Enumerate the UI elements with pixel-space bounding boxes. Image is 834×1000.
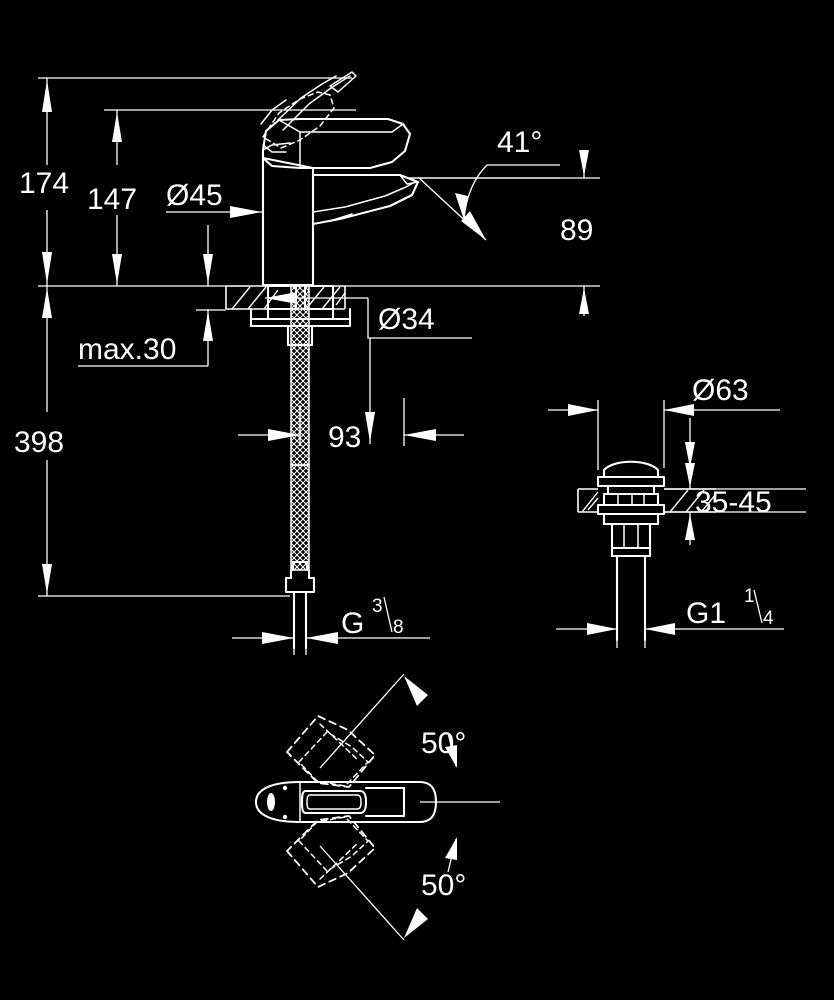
lever-raised-dashed: [260, 71, 357, 153]
dim-label-35-45: 35-45: [695, 486, 772, 519]
faucet-body-geometry: [225, 71, 420, 650]
g114-main: G1: [686, 597, 726, 630]
faucet-column: [261, 156, 315, 287]
lever-normal: [261, 117, 412, 170]
faucet-plan-body: [254, 780, 438, 824]
dim-thread-g114: [556, 596, 784, 648]
dim-label-93: 93: [328, 421, 361, 454]
dim-label-diameter-34: Ø34: [378, 303, 435, 336]
dim-93: [238, 398, 464, 446]
dim-174: [42, 78, 52, 286]
dim-diameter-45: [166, 206, 262, 286]
dim-label-147: 147: [87, 183, 137, 216]
dim-label-thread-g38: G 3 8: [341, 596, 404, 640]
dim-147: [112, 110, 122, 286]
dim-label-89: 89: [560, 214, 593, 247]
dim-label-angle-50-top: 50°: [421, 727, 466, 760]
spout-ghost-upper: [286, 715, 376, 788]
dim-89: [345, 150, 600, 316]
drain-detail-dimensions: Ø63 35-45 G1 1 4: [548, 374, 806, 648]
dim-label-thread-g114: G1 1 4: [686, 586, 774, 630]
dim-angle-41: [408, 164, 560, 241]
dim-thread-g38: [232, 600, 430, 655]
plan-swivel-geometry: 50° 50°: [254, 673, 500, 941]
flexible-hose: [284, 284, 316, 650]
plan-swivel-angle-dims: [319, 673, 500, 941]
dim-label-diameter-45: Ø45: [166, 179, 223, 212]
dim-label-max-30: max.30: [78, 333, 176, 366]
dim-max-30: [78, 309, 226, 367]
dim-398: [42, 286, 52, 596]
g38-denominator: 8: [393, 617, 404, 638]
dim-label-174: 174: [19, 167, 69, 200]
dim-diameter-63: [548, 400, 780, 470]
spout-ghost-lower: [286, 815, 376, 888]
dim-35-45: [664, 462, 806, 545]
pop-up-waste-plug: [596, 460, 666, 642]
front-elevation-dimensions: 174 147 Ø45 Ø34: [14, 77, 600, 655]
plan-indicator-dot: [267, 793, 275, 811]
dim-label-diameter-63: Ø63: [692, 374, 749, 407]
g38-main: G: [341, 607, 364, 640]
dim-diameter-34: [265, 292, 472, 444]
g114-numerator: 1: [744, 586, 755, 607]
dim-label-angle-50-bottom: 50°: [421, 869, 466, 902]
spout-geometry: [311, 173, 420, 226]
g114-denominator: 4: [763, 608, 774, 629]
g38-numerator: 3: [372, 596, 383, 617]
dim-label-398: 398: [14, 426, 64, 459]
dim-label-angle-41: 41°: [497, 126, 542, 159]
